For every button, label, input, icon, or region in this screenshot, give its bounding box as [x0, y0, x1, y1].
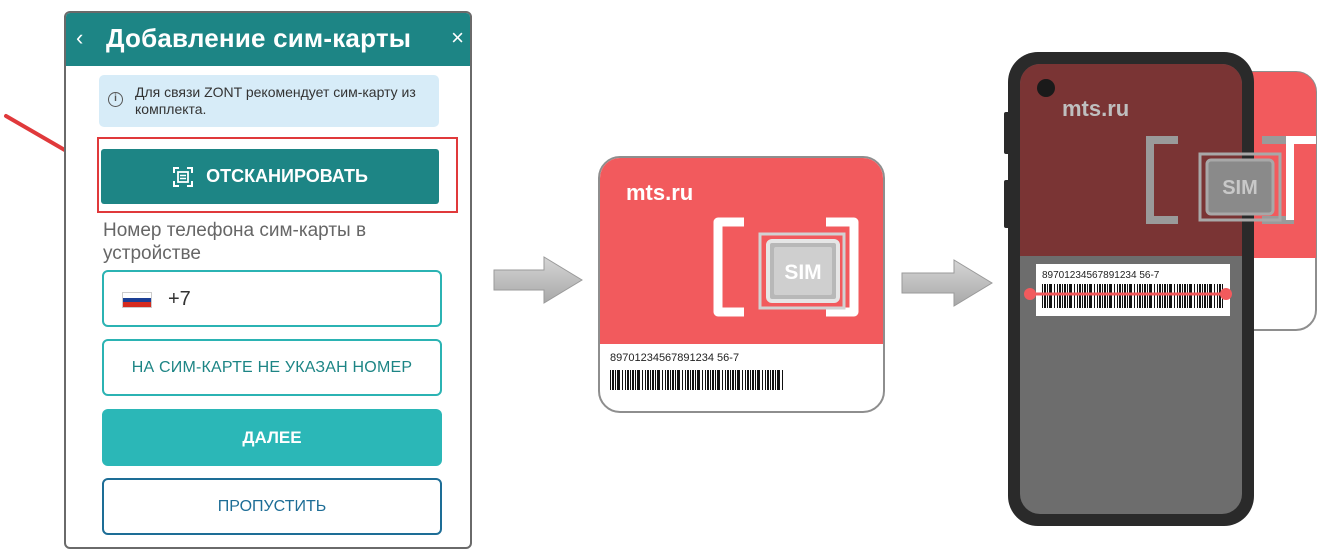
sim-brand: mts.ru [626, 180, 694, 205]
sim-iccid-number: 89701234567891234 56-7 [610, 352, 740, 364]
close-icon[interactable]: × [451, 25, 464, 50]
dialog-header: ‹ Добавление сим-карты × [66, 13, 470, 66]
phone-number-value: +7 [168, 288, 191, 310]
add-sim-dialog: ‹ Добавление сим-карты × i Для связи ZON… [64, 11, 472, 549]
dialog-title: Добавление сим-карты [106, 23, 412, 53]
skip-button[interactable]: ПРОПУСТИТЬ [102, 478, 442, 535]
sim-card-face: mts.ru SIM [600, 158, 883, 344]
info-icon: i [108, 92, 123, 107]
scan-button-highlight [97, 137, 458, 213]
russia-flag-icon[interactable] [122, 292, 152, 308]
scan-button[interactable]: ОТСКАНИРОВАТЬ [101, 149, 439, 204]
sim-card: mts.ru SIM 89701234567891234 56-7 [598, 156, 885, 413]
phone-number-input[interactable]: +7 [102, 270, 442, 327]
scan-button-label: ОТСКАНИРОВАТЬ [206, 166, 368, 186]
chevron-left-icon[interactable]: ‹ [76, 25, 84, 50]
step-arrow-icon [493, 256, 583, 304]
phone-barcode-icon [1042, 284, 1223, 308]
next-button[interactable]: ДАЛЕЕ [102, 409, 442, 466]
barcode-icon [610, 370, 783, 390]
phone-scanning-illustration: mts.ru SIM 89701234567891234 56-7 [1004, 52, 1317, 526]
scan-icon [173, 166, 194, 187]
info-notice: i Для связи ZONT рекомендует сим-карту и… [99, 75, 439, 127]
phone-field-label: Номер телефона сим-карты в устройстве [103, 220, 367, 264]
sim-chip-icon: SIM [713, 217, 859, 317]
no-number-button[interactable]: НА СИМ-КАРТЕ НЕ УКАЗАН НОМЕР [102, 339, 442, 396]
phone-sim-iccid-number: 89701234567891234 56-7 [1042, 270, 1160, 281]
phone-sim-brand: mts.ru [1062, 96, 1129, 121]
info-text: Для связи ZONT рекомендует сим-карту из … [135, 84, 416, 117]
sim-chip-label: SIM [784, 261, 821, 284]
step-arrow-icon [901, 259, 993, 307]
phone-sim-chip-label: SIM [1222, 177, 1258, 199]
